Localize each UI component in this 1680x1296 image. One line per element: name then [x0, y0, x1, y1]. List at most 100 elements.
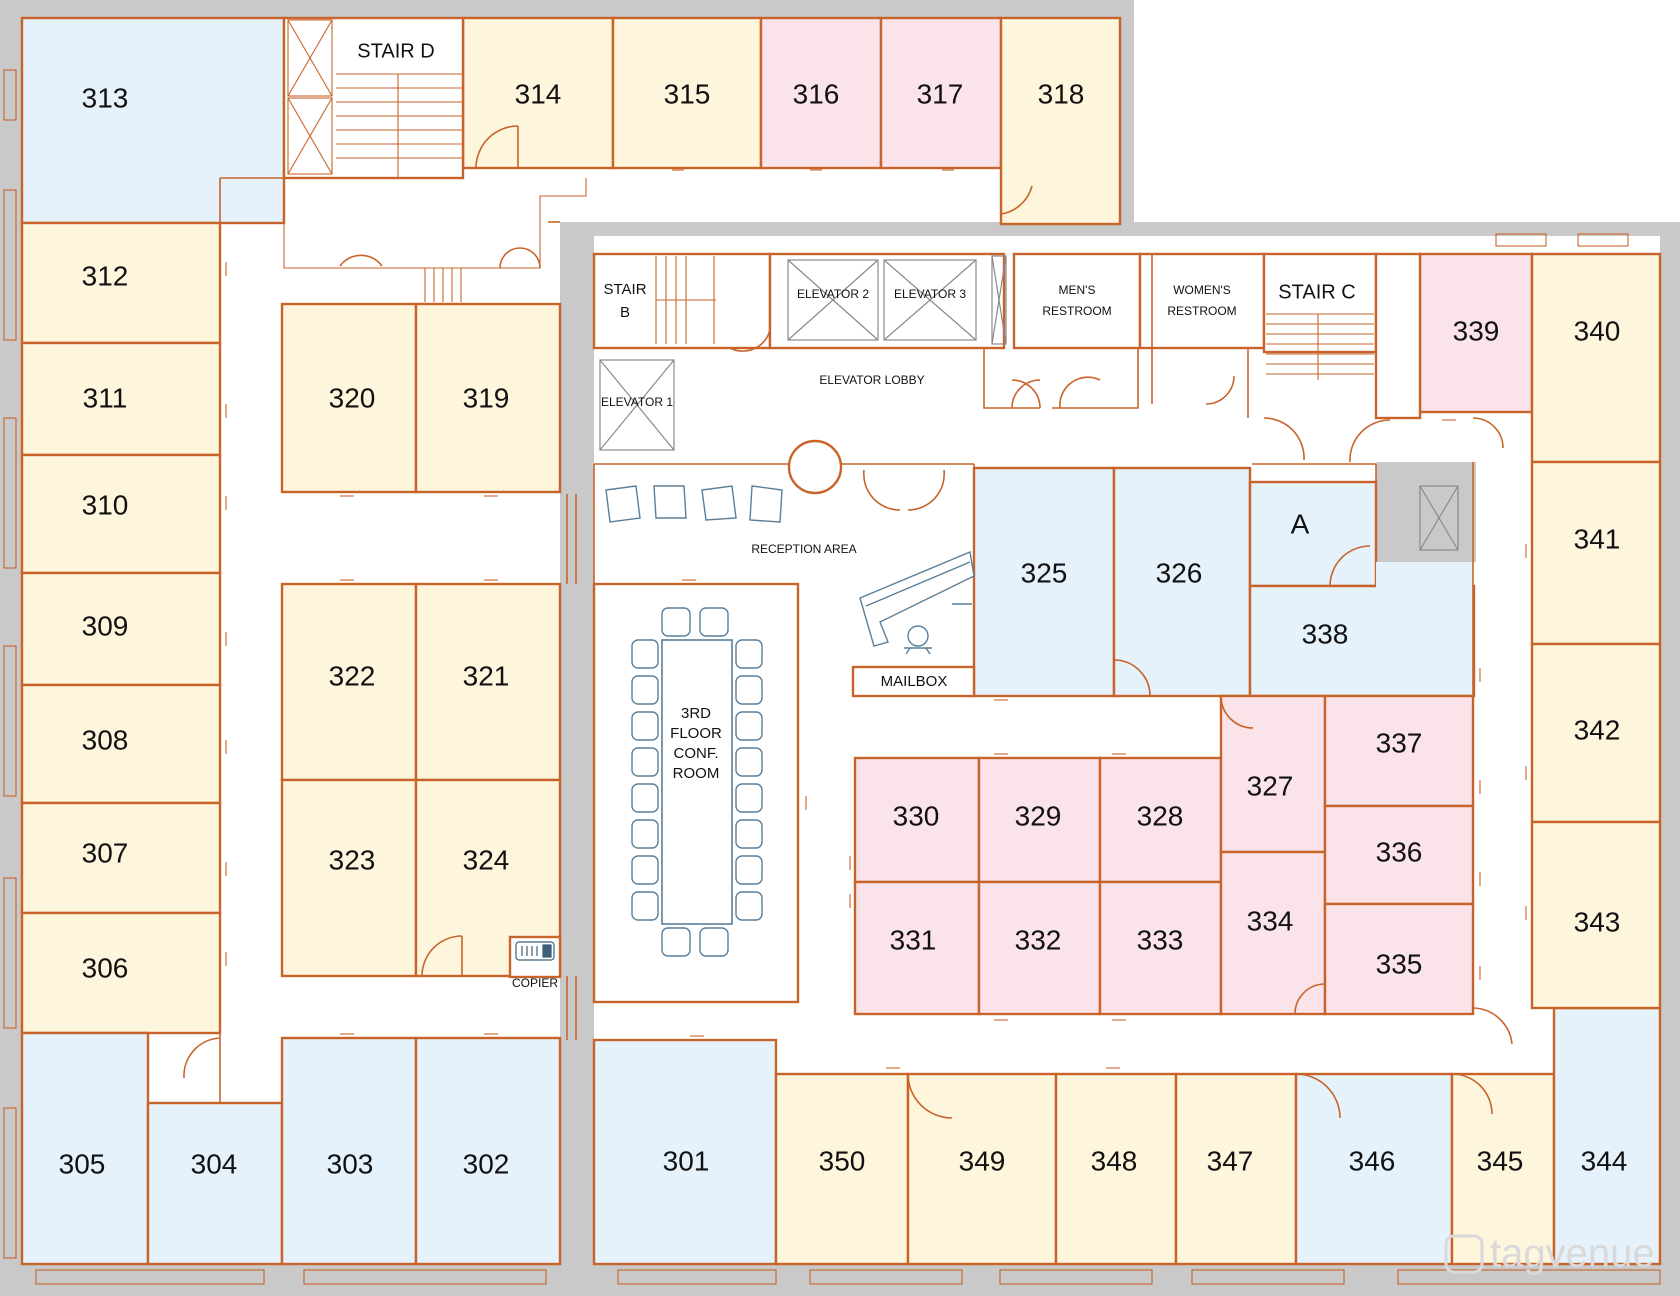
label-321: 321: [463, 660, 510, 691]
conference-label-4: ROOM: [673, 765, 720, 782]
label-333: 333: [1137, 924, 1184, 955]
stair-d-label: STAIR D: [357, 40, 434, 62]
room-323[interactable]: [280, 778, 418, 978]
elevator-2-label: ELEVATOR 2: [797, 287, 869, 301]
conference-label-1: 3RD: [681, 705, 711, 722]
label-A: A: [1291, 508, 1310, 539]
room-318[interactable]: [999, 16, 1122, 226]
room-342[interactable]: [1530, 642, 1662, 824]
label-301: 301: [663, 1145, 710, 1176]
room-340[interactable]: [1530, 252, 1662, 464]
room-312[interactable]: [20, 221, 222, 345]
room-333[interactable]: [1098, 880, 1223, 1016]
label-305: 305: [59, 1148, 106, 1179]
label-309: 309: [82, 610, 129, 641]
label-347: 347: [1207, 1145, 1254, 1176]
room-304[interactable]: [146, 1101, 284, 1266]
label-316: 316: [793, 78, 840, 109]
room-334[interactable]: [1219, 850, 1327, 1016]
label-336: 336: [1376, 836, 1423, 867]
room-321[interactable]: [414, 582, 562, 782]
room-330[interactable]: [853, 756, 981, 884]
room-306[interactable]: [20, 911, 222, 1035]
room-337[interactable]: [1323, 694, 1475, 808]
room-numbers: 313 312 311 310 309 308 307 306 305 304 …: [59, 78, 1628, 1179]
service-core: [282, 16, 1459, 551]
area-labels: STAIR D STAIR B STAIR C ELEVATOR 1 ELEVA…: [357, 40, 1355, 990]
label-328: 328: [1137, 800, 1184, 831]
reception-area-label: RECEPTION AREA: [751, 542, 856, 556]
watermark-logo-icon: [1444, 1234, 1484, 1274]
elevator-3-label: ELEVATOR 3: [894, 287, 966, 301]
room-345[interactable]: [1450, 1072, 1556, 1266]
label-331: 331: [890, 924, 937, 955]
label-350: 350: [819, 1145, 866, 1176]
room-328[interactable]: [1098, 756, 1223, 884]
room-309[interactable]: [20, 571, 222, 687]
label-310: 310: [82, 489, 129, 520]
label-324: 324: [463, 844, 510, 875]
door-markers: [225, 169, 1527, 1069]
room-A[interactable]: [1248, 480, 1378, 588]
mens-restroom-label-1: MEN'S: [1059, 283, 1096, 297]
room-344[interactable]: [1552, 1006, 1662, 1266]
copier-icon: [515, 941, 555, 961]
elevator-lobby-label: ELEVATOR LOBBY: [819, 373, 924, 387]
room-343[interactable]: [1530, 820, 1662, 1010]
room-307[interactable]: [20, 801, 222, 915]
room-325[interactable]: [972, 466, 1116, 698]
mailbox-area[interactable]: [851, 665, 976, 698]
label-302: 302: [463, 1148, 510, 1179]
label-315: 315: [664, 78, 711, 109]
room-332[interactable]: [977, 880, 1102, 1016]
room-301[interactable]: [592, 1038, 778, 1266]
room-327[interactable]: [1219, 694, 1327, 854]
room-311[interactable]: [20, 341, 222, 457]
label-345: 345: [1477, 1145, 1524, 1176]
room-315[interactable]: [611, 16, 763, 170]
room-310[interactable]: [20, 453, 222, 575]
reception-furniture: [605, 439, 975, 655]
label-326: 326: [1156, 557, 1203, 588]
corridor-details: [219, 177, 1554, 1103]
label-317: 317: [917, 78, 964, 109]
room-303[interactable]: [280, 1036, 418, 1266]
label-343: 343: [1574, 906, 1621, 937]
room-338[interactable]: [1248, 584, 1476, 698]
windows: [3, 69, 1661, 1285]
label-325: 325: [1021, 557, 1068, 588]
copier-label: COPIER: [512, 976, 558, 990]
room-302[interactable]: [414, 1036, 562, 1266]
label-342: 342: [1574, 714, 1621, 745]
conference-label-2: FLOOR: [670, 725, 722, 742]
room-317[interactable]: [879, 16, 1003, 170]
label-346: 346: [1349, 1145, 1396, 1176]
room-305[interactable]: [20, 1031, 150, 1266]
stair-c-label: STAIR C: [1278, 281, 1355, 303]
stair-b-label-2: B: [620, 304, 630, 321]
label-314: 314: [515, 78, 562, 109]
room-322[interactable]: [280, 582, 418, 782]
room-308[interactable]: [20, 683, 222, 805]
room-350[interactable]: [774, 1072, 910, 1266]
room-348[interactable]: [1054, 1072, 1178, 1266]
room-326[interactable]: [1112, 466, 1252, 698]
label-339: 339: [1453, 315, 1500, 346]
room-313[interactable]: [20, 16, 286, 225]
room-336[interactable]: [1323, 804, 1475, 906]
label-340: 340: [1574, 315, 1621, 346]
mens-restroom-label-2: RESTROOM: [1042, 304, 1111, 318]
room-316[interactable]: [759, 16, 883, 170]
room-349[interactable]: [906, 1072, 1058, 1266]
label-313: 313: [82, 82, 129, 113]
mailbox-label: MAILBOX: [881, 673, 948, 690]
label-348: 348: [1091, 1145, 1138, 1176]
watermark: tagvenue: [1444, 1232, 1655, 1276]
room-314[interactable]: [461, 16, 615, 170]
label-341: 341: [1574, 523, 1621, 554]
womens-restroom-label-2: RESTROOM: [1167, 304, 1236, 318]
room-319[interactable]: [414, 302, 562, 494]
label-338: 338: [1302, 618, 1349, 649]
label-312: 312: [82, 260, 129, 291]
conference-label-3: CONF.: [674, 745, 719, 762]
